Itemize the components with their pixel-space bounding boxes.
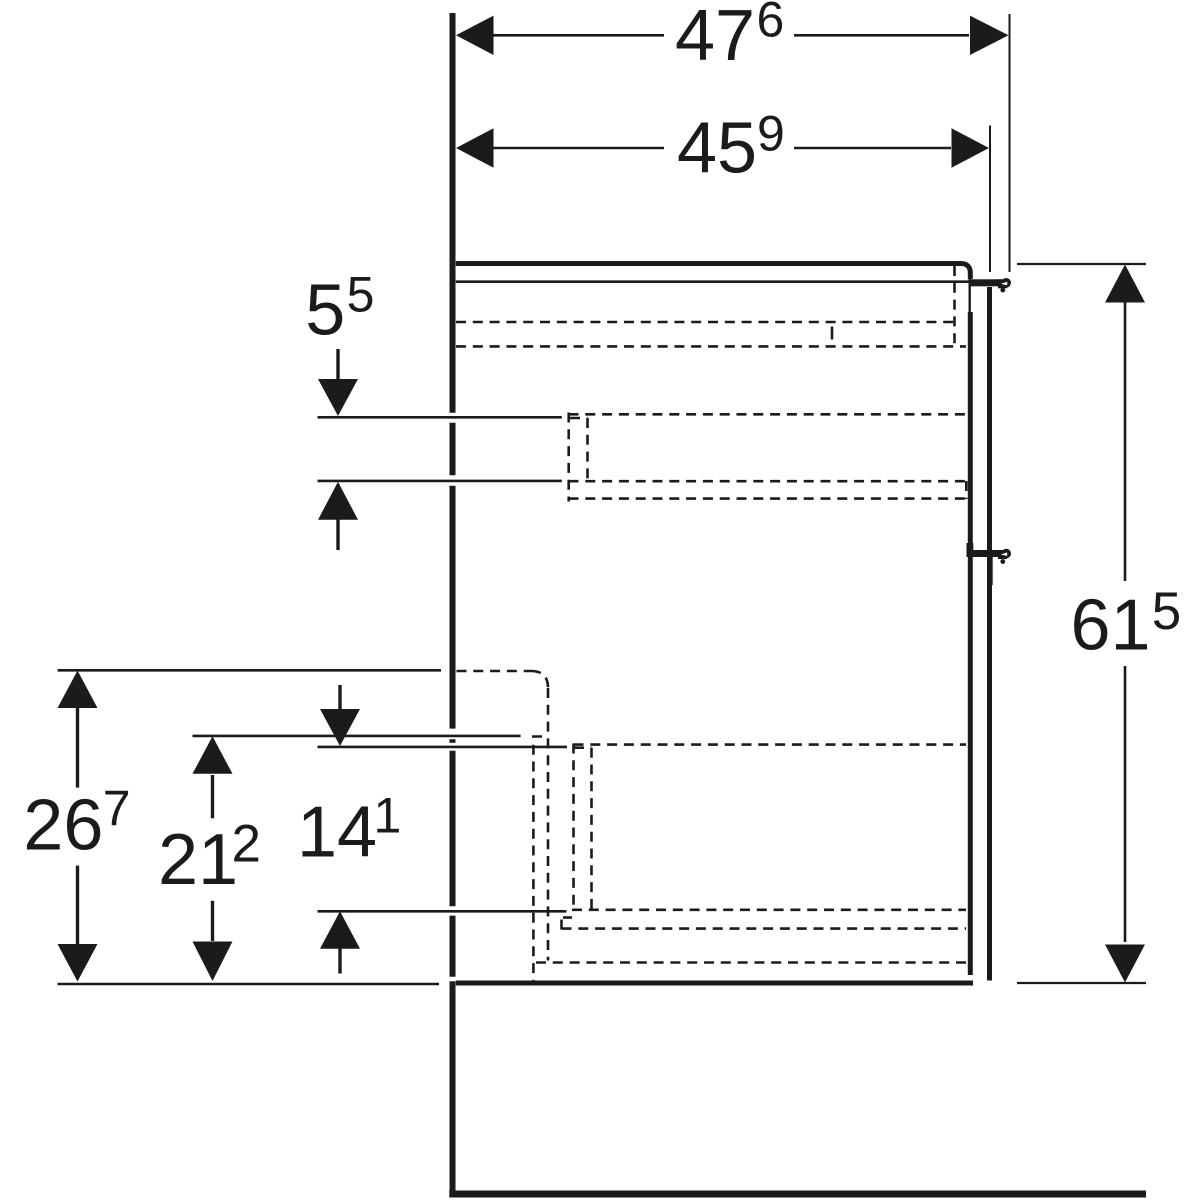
svg-text:5: 5 (347, 267, 375, 323)
svg-text:6: 6 (757, 0, 785, 47)
svg-text:5: 5 (1152, 582, 1181, 641)
svg-text:61: 61 (1071, 586, 1151, 666)
svg-text:7: 7 (103, 781, 131, 837)
svg-text:47: 47 (675, 0, 755, 76)
svg-text:21: 21 (158, 820, 238, 900)
svg-text:26: 26 (23, 786, 103, 866)
svg-text:1: 1 (374, 788, 402, 844)
svg-text:5: 5 (305, 271, 345, 351)
svg-text:14: 14 (297, 793, 377, 873)
svg-text:9: 9 (757, 106, 785, 162)
svg-text:2: 2 (232, 815, 261, 874)
svg-text:45: 45 (677, 109, 757, 189)
